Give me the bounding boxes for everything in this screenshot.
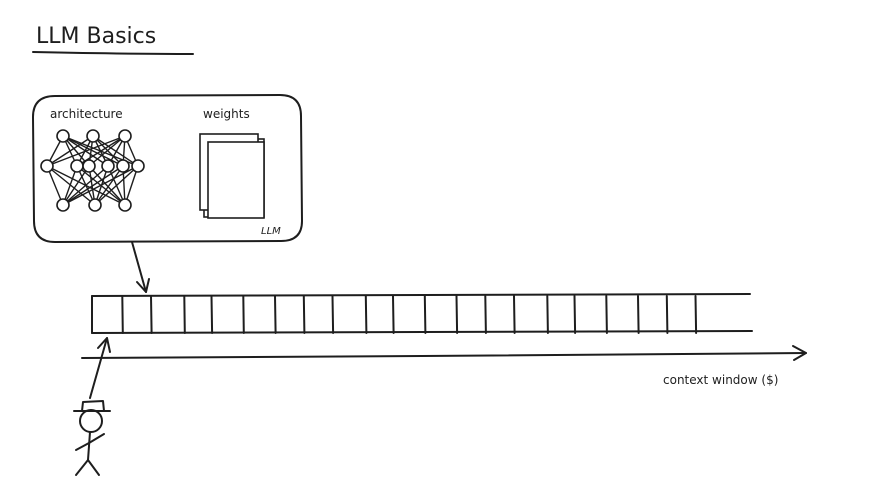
- context-cells: [121, 295, 698, 334]
- context-cell-divider: [242, 295, 245, 334]
- context-cell-divider: [210, 295, 214, 334]
- context-cell-divider: [331, 295, 335, 334]
- title-underline: [32, 51, 194, 55]
- context-cell-divider: [484, 295, 487, 334]
- neural-network-icon: [40, 129, 145, 212]
- network-node: [86, 129, 100, 143]
- context-cell-divider: [546, 295, 549, 334]
- page-title: LLM Basics: [36, 24, 156, 49]
- network-node: [56, 129, 70, 143]
- context-cell-divider: [694, 295, 698, 334]
- architecture-label: architecture: [50, 107, 123, 121]
- context-cell-divider: [274, 295, 277, 334]
- context-cell-divider: [150, 295, 153, 334]
- context-cell-divider: [423, 295, 427, 334]
- context-window-strip: [91, 293, 753, 334]
- context-cell-divider: [455, 295, 459, 334]
- context-window-label: context window ($): [663, 373, 778, 387]
- context-cell-divider: [605, 295, 608, 334]
- context-cell-divider: [364, 295, 368, 334]
- weights-label: weights: [203, 107, 250, 121]
- user-to-context-arrow: [89, 337, 111, 399]
- context-cell-divider: [183, 295, 186, 334]
- context-cell-divider: [513, 295, 516, 334]
- network-node: [116, 159, 130, 173]
- network-node: [82, 159, 96, 173]
- network-node: [118, 129, 132, 143]
- network-node: [88, 198, 102, 212]
- context-cell-divider: [637, 295, 640, 334]
- network-node: [56, 198, 70, 212]
- context-axis-arrow: [81, 345, 807, 361]
- context-cell-divider: [573, 295, 577, 334]
- network-node: [40, 159, 54, 173]
- llm-to-context-arrow: [131, 241, 150, 293]
- network-node: [118, 198, 132, 212]
- context-cell-divider: [121, 295, 124, 334]
- stick-figure-with-hat-icon: [73, 400, 111, 476]
- network-node: [131, 159, 145, 173]
- context-cell-divider: [392, 295, 395, 334]
- llm-box: architecture weights LLM: [32, 94, 303, 243]
- context-cell-divider: [302, 295, 306, 334]
- document-stack-icon: [199, 133, 265, 219]
- network-node: [70, 159, 84, 173]
- network-node: [101, 159, 115, 173]
- llm-corner-label: LLM: [261, 226, 281, 237]
- context-cell-divider: [665, 295, 669, 334]
